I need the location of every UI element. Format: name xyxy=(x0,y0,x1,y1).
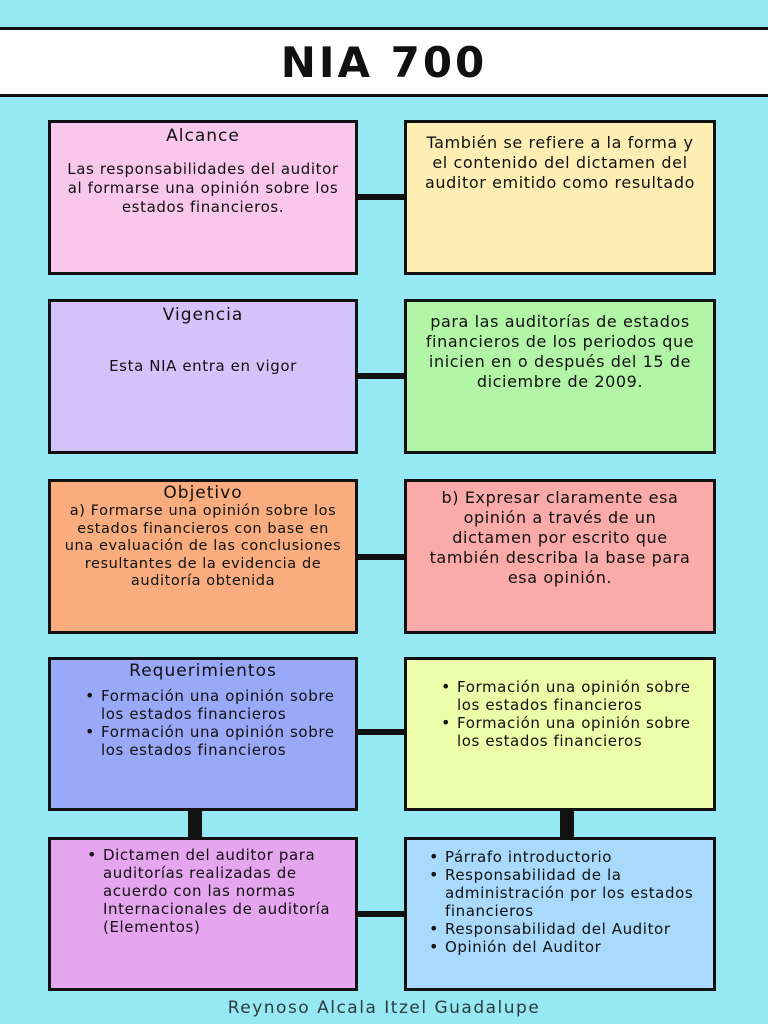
requerimientos-detail-box: Formación una opinión sobre los estados … xyxy=(404,657,716,811)
connector xyxy=(358,729,404,735)
vigencia-detail-text: para las auditorías de estados financier… xyxy=(425,312,695,391)
alcance-heading: Alcance xyxy=(166,126,240,146)
connector xyxy=(358,554,404,560)
title-banner: NIA 700 xyxy=(0,27,768,97)
vigencia-heading: Vigencia xyxy=(162,305,244,325)
dictamen-box: Dictamen del auditor para auditorías rea… xyxy=(48,837,358,991)
dictamen-list: Dictamen del auditor para auditorías rea… xyxy=(81,846,341,936)
list-item: Formación una opinión sobre los estados … xyxy=(435,714,701,750)
objetivo-box: Objetivo a) Formarse una opinión sobre l… xyxy=(48,479,358,634)
list-item: Opinión del Auditor xyxy=(423,938,701,956)
author-credit: Reynoso Alcala Itzel Guadalupe xyxy=(227,998,541,1018)
requerimientos-heading: Requerimientos xyxy=(129,661,277,681)
connector xyxy=(358,194,404,200)
alcance-box: Alcance Las responsabilidades del audito… xyxy=(48,120,358,275)
objetivo-text: a) Formarse una opinión sobre los estado… xyxy=(64,503,342,589)
list-item: Responsabilidad del Auditor xyxy=(423,920,701,938)
connector xyxy=(358,911,404,917)
alcance-detail-text: También se refiere a la forma y el conte… xyxy=(425,133,695,192)
dictamen-detail-list: Párrafo introductorio Responsabilidad de… xyxy=(423,848,701,956)
objetivo-heading: Objetivo xyxy=(163,483,243,503)
requerimientos-box: Requerimientos Formación una opinión sob… xyxy=(48,657,358,811)
alcance-detail-box: También se refiere a la forma y el conte… xyxy=(404,120,716,275)
list-item: Formación una opinión sobre los estados … xyxy=(79,723,343,759)
page-title: NIA 700 xyxy=(280,37,488,87)
vigencia-text: Esta NIA entra en vigor xyxy=(109,357,297,375)
dictamen-detail-box: Párrafo introductorio Responsabilidad de… xyxy=(404,837,716,991)
list-item: Dictamen del auditor para auditorías rea… xyxy=(81,846,341,936)
list-item: Responsabilidad de la administración por… xyxy=(423,866,701,920)
connector xyxy=(560,811,574,837)
objetivo-detail-box: b) Expresar claramente esa opinión a tra… xyxy=(404,479,716,634)
vigencia-box: Vigencia Esta NIA entra en vigor xyxy=(48,299,358,454)
vigencia-detail-box: para las auditorías de estados financier… xyxy=(404,299,716,454)
requerimientos-detail-list: Formación una opinión sobre los estados … xyxy=(435,678,701,750)
list-item: Párrafo introductorio xyxy=(423,848,701,866)
requerimientos-list: Formación una opinión sobre los estados … xyxy=(79,687,343,759)
objetivo-detail-text: b) Expresar claramente esa opinión a tra… xyxy=(429,488,691,587)
alcance-text: Las responsabilidades del auditor al for… xyxy=(67,160,339,216)
list-item: Formación una opinión sobre los estados … xyxy=(435,678,701,714)
connector xyxy=(358,373,404,379)
connector xyxy=(188,811,202,837)
list-item: Formación una opinión sobre los estados … xyxy=(79,687,343,723)
